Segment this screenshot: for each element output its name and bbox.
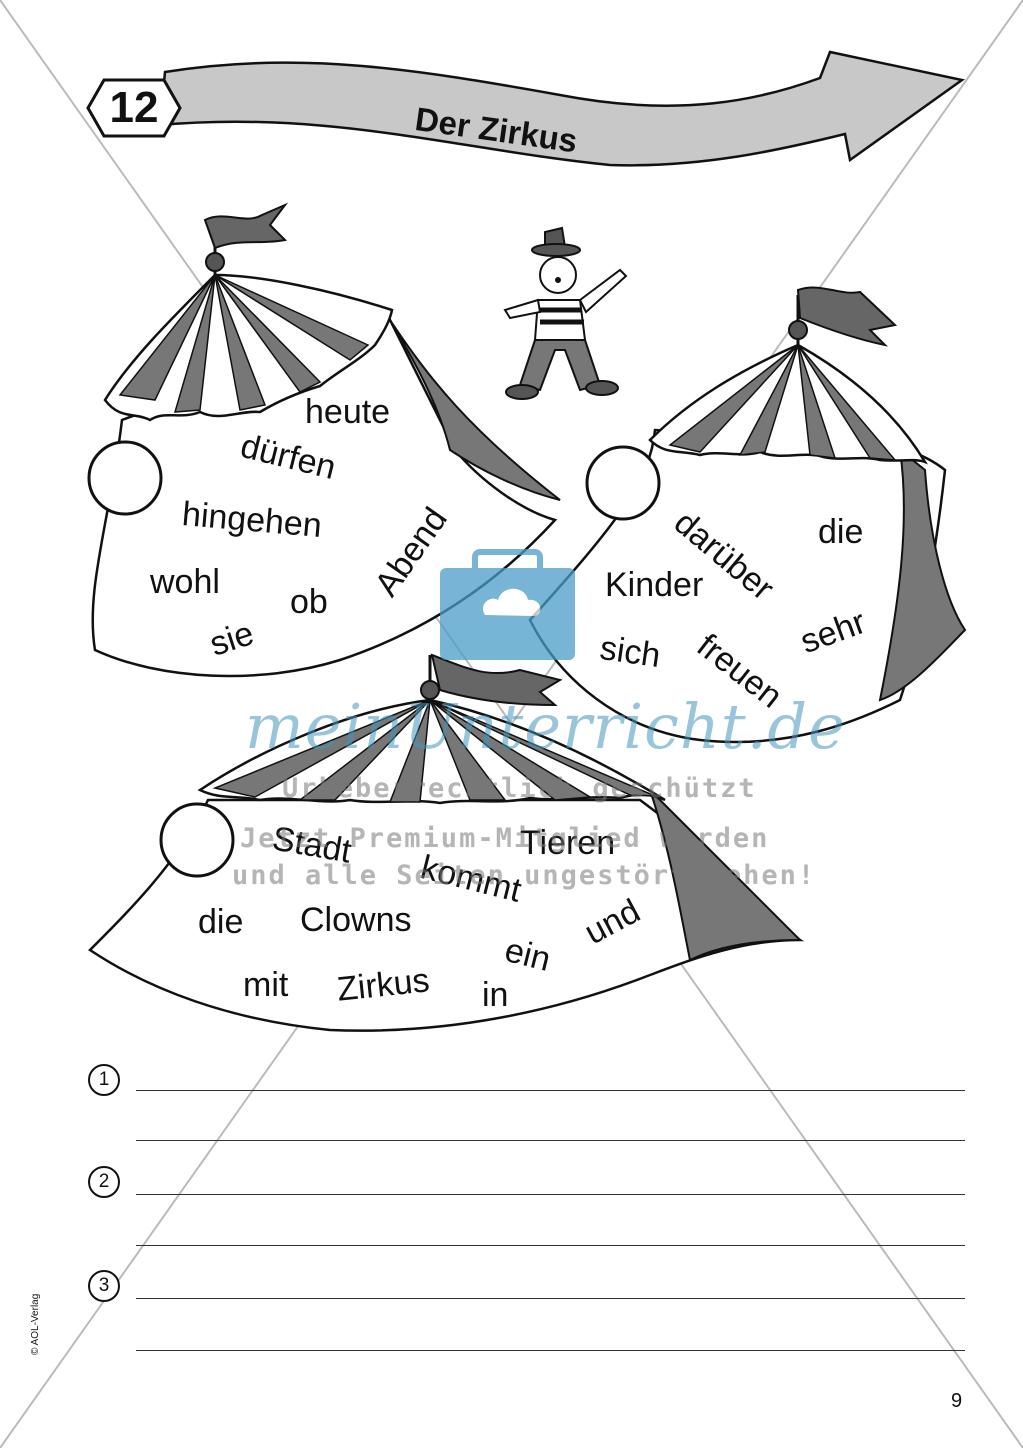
hexagon-badge — [86, 78, 182, 138]
header-banner — [158, 50, 966, 167]
answer-number-badge: 1 — [88, 1064, 120, 1096]
clown-illustration — [503, 226, 628, 400]
tent-word: die — [818, 513, 864, 551]
tent-word: die — [198, 903, 244, 941]
tent-3-drawing — [88, 653, 805, 1032]
watermark-line: Urheberrechtlich geschützt — [282, 773, 757, 804]
answer-line[interactable] — [136, 1090, 965, 1091]
watermark-brand: meinUnterricht.de — [245, 690, 846, 763]
tent-word: Zirkus — [335, 961, 432, 1009]
worksheet-number: 12 — [109, 83, 159, 132]
tent-word: Tieren — [520, 824, 616, 862]
answer-line[interactable] — [136, 1194, 965, 1195]
answer-line[interactable] — [136, 1350, 965, 1351]
answer-number-badge: 3 — [88, 1270, 120, 1302]
tent-word: sich — [597, 628, 663, 676]
answer-line[interactable] — [136, 1298, 965, 1299]
tent-1-drawing — [87, 202, 561, 678]
tent-word: ob — [290, 583, 328, 621]
tent-word: Kinder — [605, 566, 704, 604]
answer-number-badge: 2 — [88, 1166, 120, 1198]
watermark-line: und alle Seiten ungestört sehen! — [232, 860, 817, 891]
tent-2-drawing — [528, 286, 967, 744]
tent-word: heute — [305, 393, 391, 431]
answer-line[interactable] — [136, 1245, 965, 1246]
tent-word: in — [482, 976, 509, 1014]
watermark-line: Jetzt Premium-Mitglied werden — [240, 823, 770, 854]
tent-word: mit — [243, 966, 289, 1004]
watermark-briefcase-icon — [440, 549, 575, 660]
tent-word: Clowns — [300, 901, 412, 939]
page-number: 9 — [951, 1390, 963, 1412]
tent-word: wohl — [150, 563, 220, 601]
answer-line[interactable] — [136, 1140, 965, 1141]
publisher-credit: © AOL-Verlag — [30, 1293, 41, 1355]
